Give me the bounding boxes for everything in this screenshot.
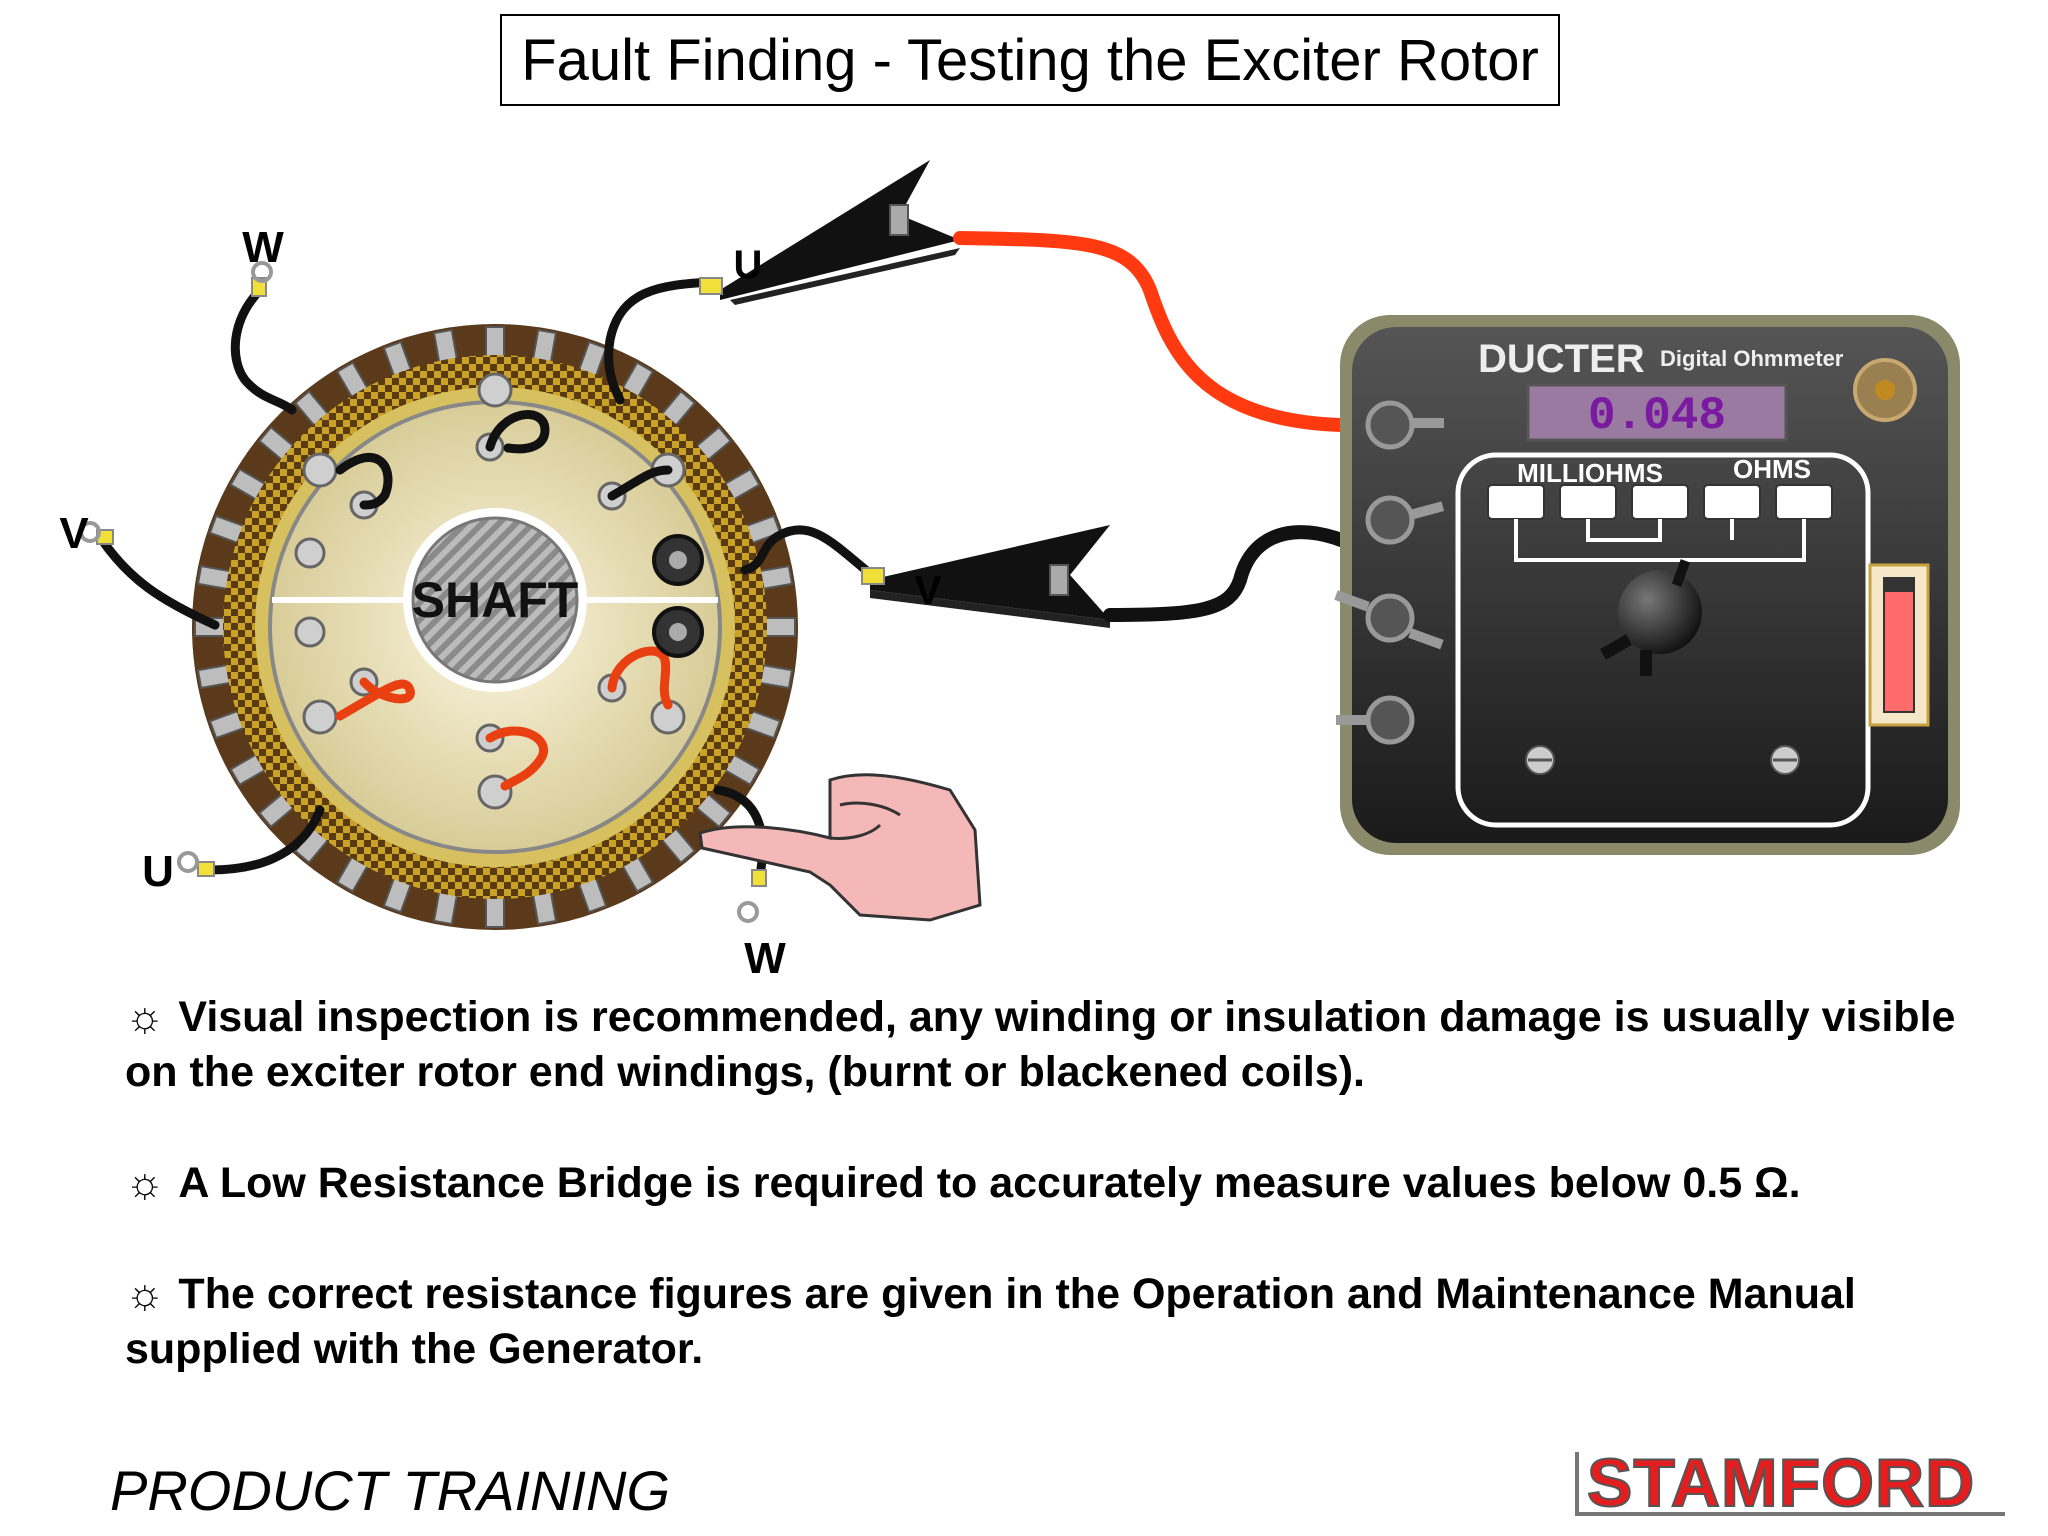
- lead-v-left: [97, 535, 220, 630]
- lead-u-top: [604, 277, 715, 405]
- bullet-text: A Low Resistance Bridge is required to a…: [178, 1159, 1801, 1207]
- stamford-logo: STAMFORD: [1575, 1444, 2005, 1522]
- bullet-text: The correct resistance figures are given…: [125, 1270, 1856, 1373]
- bullet-icon: ☼: [125, 993, 165, 1041]
- meter-switch-top: [1884, 578, 1914, 592]
- pointing-hand-icon: [698, 773, 982, 922]
- meter-display: [1526, 383, 1788, 442]
- diode-center: [669, 551, 687, 569]
- range-buttons: [1487, 484, 1833, 520]
- clip-label-v: V: [915, 569, 942, 613]
- lead-u-bottom: [205, 805, 325, 875]
- meter-switch: [1883, 577, 1915, 713]
- black-links: [335, 410, 673, 510]
- exciter-rotor: SHAFT: [192, 324, 798, 930]
- lead-label-u-bottom: U: [142, 847, 174, 896]
- terminal-post-icon: [294, 616, 326, 648]
- footer-product-training: PRODUCT TRAINING: [110, 1459, 670, 1522]
- logo-text: STAMFORD: [1586, 1444, 1976, 1522]
- meter-reading: 0.048: [1588, 390, 1726, 442]
- range-selector-traces: [1514, 519, 1806, 562]
- bullet-icon: ☼: [125, 1159, 165, 1207]
- clip-label-u: U: [734, 243, 763, 287]
- lug-eyes: [79, 261, 759, 923]
- range-button: [1487, 484, 1545, 520]
- range-label-milliohms: MILLIOHMS: [1517, 458, 1663, 488]
- bullet-icon: ☼: [125, 1270, 165, 1318]
- red-test-lead: [953, 231, 1347, 432]
- bullet-item: ☼Visual inspection is recommended, any w…: [125, 990, 1985, 1100]
- bullet-list: ☼Visual inspection is recommended, any w…: [125, 990, 1985, 1433]
- lead-lugs: [96, 277, 767, 887]
- bullet-item: ☼The correct resistance figures are give…: [125, 1267, 1985, 1377]
- meter-subtitle: Digital Ohmmeter: [1660, 346, 1844, 371]
- bullet-text: Visual inspection is recommended, any wi…: [125, 993, 1956, 1096]
- meter-indicator-lamp-center: [1875, 380, 1895, 400]
- knob-pointer: [1600, 634, 1632, 660]
- meter-brand: DUCTER: [1478, 337, 1645, 381]
- lead-w-top: [230, 283, 297, 415]
- diode-center: [669, 623, 687, 641]
- page-title: Fault Finding - Testing the Exciter Roto…: [500, 14, 1560, 106]
- terminal-post-icon: [302, 452, 338, 488]
- terminal-post-icon: [477, 372, 513, 408]
- lead-label-w-bottom: W: [744, 934, 786, 983]
- meter-terminals: [1334, 400, 1445, 745]
- lead-label-v-left: V: [59, 509, 89, 558]
- red-links: [335, 646, 673, 791]
- range-button: [1703, 484, 1761, 520]
- crocodile-clip-icon: [699, 160, 960, 305]
- lead-v-right: [740, 525, 873, 577]
- knob-pointer: [1671, 559, 1691, 587]
- terminal-post-icon: [302, 699, 338, 735]
- ducter-ohmmeter: DUCTER Digital Ohmmeter 0.048 MILLIOHMS …: [1334, 315, 1960, 855]
- selector-knob-icon: [1618, 570, 1702, 654]
- meter-screws: [1525, 745, 1800, 775]
- knob-pointer: [1640, 650, 1652, 676]
- range-button: [1631, 484, 1689, 520]
- meter-panel-outline: [1455, 452, 1871, 828]
- bullet-item: ☼ A Low Resistance Bridge is required to …: [125, 1156, 1985, 1211]
- range-button: [1559, 484, 1617, 520]
- shaft-label: SHAFT: [412, 572, 579, 628]
- crocodile-clip-icon: [861, 525, 1110, 628]
- lead-label-w-top: W: [242, 223, 284, 272]
- range-button: [1775, 484, 1833, 520]
- terminal-post-icon: [294, 537, 326, 569]
- shaft: [411, 516, 579, 684]
- range-label-ohms: OHMS: [1733, 454, 1811, 484]
